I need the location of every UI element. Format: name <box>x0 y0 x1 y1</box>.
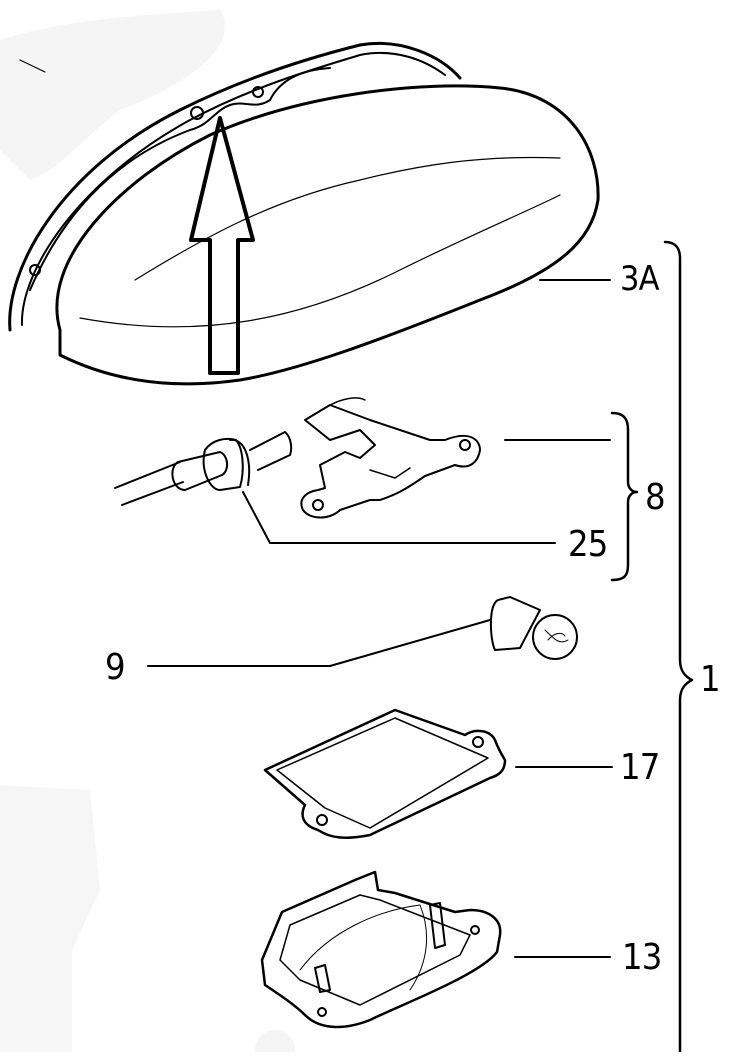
callout-3a: 3A <box>620 259 659 299</box>
callout-8: 8 <box>645 477 666 518</box>
lamp-housing-drawing <box>260 870 611 1029</box>
callout-9: 9 <box>105 647 126 688</box>
callout-25: 25 <box>568 524 608 565</box>
bulb-holder-drawing <box>114 397 639 582</box>
scan-smudge-bottom-left <box>0 785 295 1057</box>
bulb-drawing <box>147 596 578 667</box>
gasket-drawing <box>263 708 613 839</box>
scan-smudge-top <box>0 10 226 180</box>
callout-1: 1 <box>700 659 721 700</box>
lamp-cover-drawing <box>8 41 611 386</box>
arrow-up-icon <box>189 116 255 375</box>
assembly-bracket <box>663 240 694 1054</box>
callout-13: 13 <box>622 937 662 978</box>
callout-17: 17 <box>620 747 660 788</box>
